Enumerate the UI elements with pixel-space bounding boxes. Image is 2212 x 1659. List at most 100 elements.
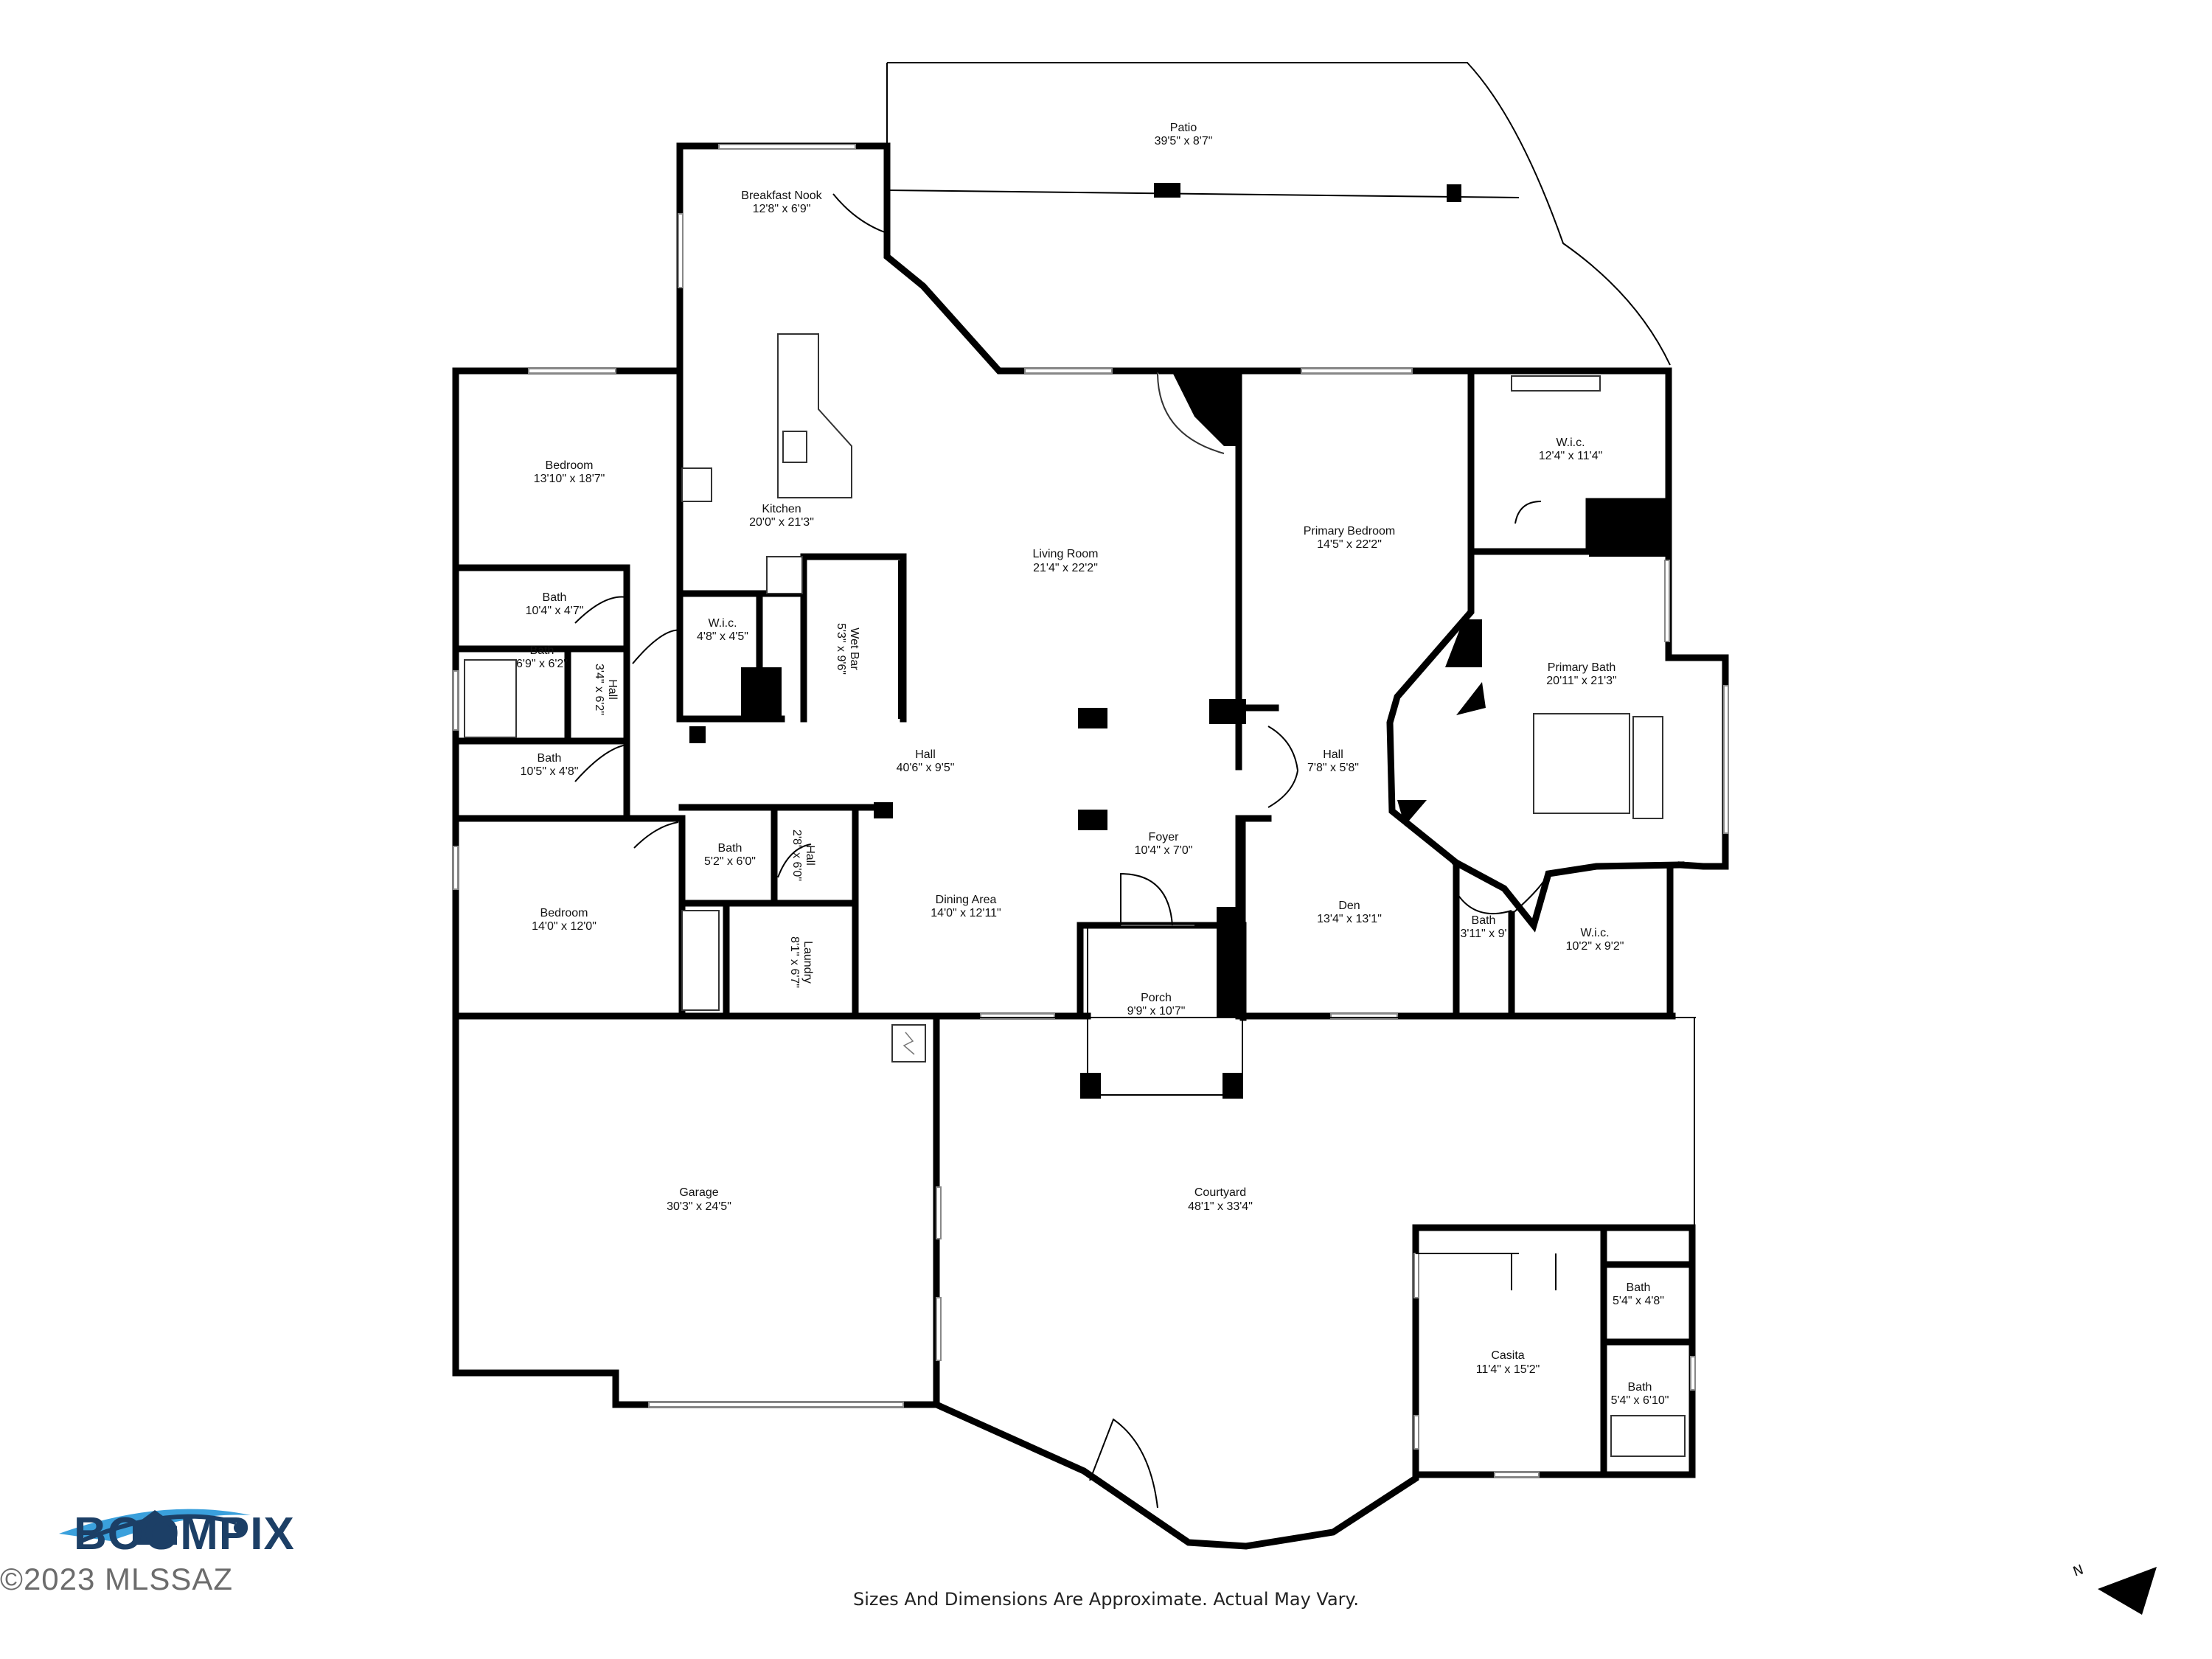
room-label-wic-small: W.i.c.4'8" x 4'5" bbox=[697, 617, 748, 643]
svg-text:2'8" x 6'0": 2'8" x 6'0" bbox=[790, 830, 803, 881]
svg-text:7'8" x 5'8": 7'8" x 5'8" bbox=[1307, 762, 1359, 774]
solid-blocks bbox=[689, 372, 1669, 1099]
svg-text:Bath: Bath bbox=[530, 644, 554, 657]
svg-text:Wet Bar: Wet Bar bbox=[848, 627, 860, 670]
svg-text:5'2" x 6'0": 5'2" x 6'0" bbox=[704, 855, 756, 868]
svg-text:W.i.c.: W.i.c. bbox=[708, 617, 737, 630]
svg-text:Dining Area: Dining Area bbox=[936, 894, 997, 906]
svg-text:W.i.c.: W.i.c. bbox=[1556, 437, 1585, 449]
svg-text:6'9" x 6'2": 6'9" x 6'2" bbox=[516, 658, 568, 670]
svg-text:Hall: Hall bbox=[915, 748, 936, 761]
svg-text:20'11" x 21'3": 20'11" x 21'3" bbox=[1546, 675, 1616, 687]
svg-text:21'4" x 22'2": 21'4" x 22'2" bbox=[1033, 562, 1098, 574]
svg-text:Bath: Bath bbox=[718, 842, 742, 855]
porch-outline bbox=[1087, 925, 1243, 1096]
svg-text:Foyer: Foyer bbox=[1149, 831, 1180, 844]
svg-text:20'0" x 21'3": 20'0" x 21'3" bbox=[749, 516, 814, 529]
svg-text:8'1" x 6'7": 8'1" x 6'7" bbox=[788, 936, 801, 988]
svg-text:30'3" x 24'5": 30'3" x 24'5" bbox=[667, 1200, 731, 1213]
svg-text:Courtyard: Courtyard bbox=[1194, 1186, 1246, 1199]
svg-text:40'6" x 9'5": 40'6" x 9'5" bbox=[897, 762, 955, 774]
svg-text:3'11" x 9': 3'11" x 9' bbox=[1460, 928, 1506, 940]
svg-text:Bedroom: Bedroom bbox=[540, 907, 588, 919]
svg-text:5'4" x 4'8": 5'4" x 4'8" bbox=[1613, 1295, 1664, 1307]
svg-text:12'4" x 11'4": 12'4" x 11'4" bbox=[1539, 450, 1603, 462]
svg-text:Primary Bath: Primary Bath bbox=[1548, 661, 1615, 674]
svg-text:3'4" x 6'2": 3'4" x 6'2" bbox=[593, 664, 605, 715]
courtyard-outline bbox=[936, 1017, 1696, 1228]
svg-text:Bath: Bath bbox=[1472, 914, 1496, 927]
svg-text:5'3" x 9'6": 5'3" x 9'6" bbox=[835, 623, 847, 675]
svg-text:Bedroom: Bedroom bbox=[546, 459, 594, 472]
svg-text:11'4" x 15'2": 11'4" x 15'2" bbox=[1476, 1363, 1540, 1376]
room-label-wic-east: W.i.c.10'2" x 9'2" bbox=[1566, 927, 1624, 953]
svg-text:5'4" x 6'10": 5'4" x 6'10" bbox=[1611, 1394, 1669, 1407]
boompix-logo bbox=[59, 1509, 251, 1545]
svg-text:4'8" x 4'5": 4'8" x 4'5" bbox=[697, 630, 748, 643]
svg-text:Kitchen: Kitchen bbox=[762, 503, 801, 515]
svg-text:Hall: Hall bbox=[804, 845, 816, 866]
svg-text:14'5" x 22'2": 14'5" x 22'2" bbox=[1317, 538, 1382, 551]
svg-text:Bath: Bath bbox=[538, 752, 562, 765]
logo-text: BOOMPIX bbox=[74, 1509, 295, 1559]
svg-text:48'1" x 33'4": 48'1" x 33'4" bbox=[1188, 1200, 1253, 1213]
svg-text:10'2" x 9'2": 10'2" x 9'2" bbox=[1566, 940, 1624, 953]
disclaimer-text: Sizes And Dimensions Are Approximate. Ac… bbox=[853, 1589, 1359, 1610]
svg-text:Breakfast Nook: Breakfast Nook bbox=[741, 189, 822, 202]
svg-text:Bath: Bath bbox=[543, 591, 567, 604]
svg-text:Garage: Garage bbox=[679, 1186, 718, 1199]
svg-text:Den: Den bbox=[1338, 900, 1360, 912]
svg-text:Hall: Hall bbox=[1323, 748, 1343, 761]
logo-house-icon bbox=[133, 1510, 177, 1545]
svg-text:10'4" x 7'0": 10'4" x 7'0" bbox=[1135, 844, 1193, 857]
svg-text:12'8" x 6'9": 12'8" x 6'9" bbox=[753, 203, 811, 215]
svg-text:14'0" x 12'11": 14'0" x 12'11" bbox=[931, 907, 1001, 919]
svg-text:Bath: Bath bbox=[1628, 1381, 1652, 1394]
fixtures bbox=[464, 333, 1686, 1457]
svg-text:Living Room: Living Room bbox=[1033, 548, 1099, 560]
svg-text:Bath: Bath bbox=[1627, 1281, 1651, 1294]
svg-text:10'4" x 4'7": 10'4" x 4'7" bbox=[526, 605, 584, 617]
svg-text:13'4" x 13'1": 13'4" x 13'1" bbox=[1317, 913, 1382, 925]
mls-watermark: ©2023 MLSSAZ bbox=[0, 1562, 234, 1596]
svg-text:9'9" x 10'7": 9'9" x 10'7" bbox=[1127, 1005, 1186, 1018]
exterior-walls bbox=[452, 142, 1729, 1550]
svg-text:39'5" x 8'7": 39'5" x 8'7" bbox=[1155, 135, 1213, 147]
windows bbox=[453, 144, 1729, 1478]
north-arrow-icon bbox=[2098, 1567, 2157, 1615]
svg-text:14'0" x 12'0": 14'0" x 12'0" bbox=[532, 920, 597, 933]
interior-walls bbox=[452, 367, 1696, 1478]
svg-text:Laundry: Laundry bbox=[801, 941, 814, 984]
svg-text:13'10" x 18'7": 13'10" x 18'7" bbox=[534, 473, 605, 485]
svg-text:Patio: Patio bbox=[1170, 122, 1197, 134]
svg-text:Hall: Hall bbox=[606, 679, 619, 700]
